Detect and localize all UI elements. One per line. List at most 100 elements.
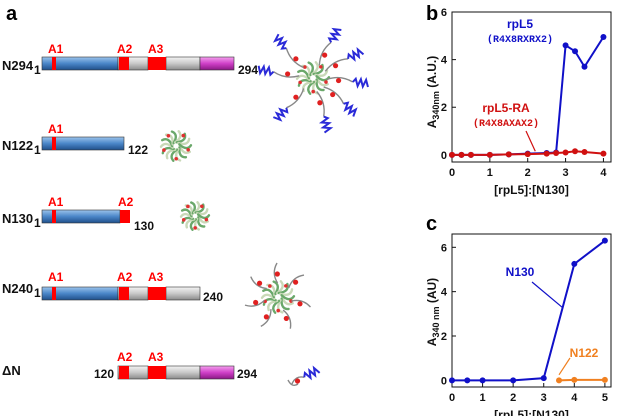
helix — [318, 115, 334, 134]
motif-dot — [284, 284, 288, 288]
motif-dot — [293, 94, 299, 100]
series-motif-rpl5: (R4X8RXRX2) — [487, 34, 553, 46]
x-tick-label: 1 — [487, 167, 493, 179]
tail — [273, 262, 279, 284]
x-tick-label: 0 — [449, 392, 455, 404]
data-point — [540, 375, 547, 382]
motif-a3 — [148, 366, 166, 379]
x-tick-label: 4 — [571, 392, 578, 404]
helix — [343, 101, 358, 117]
series-layer — [449, 34, 607, 158]
tail — [260, 309, 272, 327]
tail — [287, 379, 299, 387]
data-point — [600, 34, 607, 40]
data-point — [553, 149, 560, 156]
blue-domain — [41, 136, 125, 151]
motif-dot — [319, 65, 323, 69]
construct-start: 120 — [94, 367, 114, 381]
helix — [272, 107, 289, 122]
data-point — [543, 150, 550, 157]
pentamer-with-tails-illustration — [244, 262, 312, 329]
motif-dot — [166, 133, 171, 138]
motif-dot — [324, 80, 328, 84]
strand — [315, 75, 331, 82]
motif-label: A1 — [48, 122, 64, 136]
motif-label: A3 — [148, 42, 164, 56]
construct-n240: N240 1 A1 A2 A3 240 — [2, 270, 223, 304]
panel-c-letter: c — [426, 213, 437, 235]
motif-dot — [204, 217, 209, 222]
construct-name: ΔN — [2, 363, 21, 378]
motif-label: A2 — [118, 195, 134, 209]
motif-a1 — [52, 57, 56, 70]
construct-n122: N122 1 A1 122 — [2, 122, 148, 157]
motif-a3 — [148, 287, 166, 300]
tail — [324, 58, 349, 72]
tail — [291, 376, 305, 385]
tail — [318, 41, 332, 66]
grey-domain — [165, 286, 201, 301]
x-tick-label: 1 — [480, 392, 486, 404]
data-point — [562, 42, 569, 49]
motif-a2 — [119, 366, 129, 379]
series-label-rpl5-ra: rpL5-RA — [482, 101, 530, 115]
motif-label: A3 — [148, 350, 164, 364]
motif-dot — [181, 218, 186, 222]
motif-label: A2 — [117, 350, 133, 364]
motif-dot — [332, 63, 339, 69]
construct-end: 294 — [238, 63, 258, 77]
motif-dot — [174, 156, 178, 161]
pointer-arrow — [558, 357, 571, 376]
construct-name: N294 — [2, 58, 34, 73]
y-tick-label: 0 — [441, 375, 447, 387]
motif-dot — [186, 147, 190, 152]
motif-a3 — [148, 57, 166, 70]
motif-a1 — [52, 287, 56, 300]
x-tick-label: 5 — [602, 392, 608, 404]
x-tick-label: 0 — [449, 167, 455, 179]
data-point — [449, 151, 455, 158]
motif-dot — [293, 56, 299, 62]
data-point — [571, 260, 578, 267]
tail — [250, 276, 267, 290]
y-tick-label: 4 — [441, 287, 448, 299]
construct-end: 240 — [203, 290, 223, 304]
motif-dot — [335, 77, 342, 84]
data-point — [581, 149, 588, 155]
strand — [196, 213, 211, 220]
y-tick-label: 2 — [441, 102, 447, 114]
motif-dot — [186, 204, 190, 209]
motif-dot — [263, 314, 269, 320]
data-point — [449, 377, 455, 384]
motif-dot — [200, 204, 204, 209]
pink-domain — [199, 365, 235, 380]
data-point — [572, 48, 579, 55]
grey-domain — [165, 365, 201, 380]
data-point — [572, 148, 579, 155]
motif-dot — [268, 284, 272, 288]
motif-dot — [289, 299, 293, 303]
motif-label: A1 — [48, 195, 64, 209]
series-label-n130: N130 — [506, 265, 535, 279]
y-axis-label: A340 nm (AU) — [425, 278, 441, 346]
motif-label: A2 — [117, 42, 133, 56]
data-point — [562, 149, 569, 156]
helix — [272, 33, 288, 50]
helix — [347, 46, 365, 62]
y-tick-label: 6 — [441, 242, 447, 254]
motif-label: A3 — [148, 270, 164, 284]
data-point — [556, 377, 563, 384]
tail — [316, 91, 325, 117]
x-tick-label: 3 — [563, 167, 569, 179]
data-point — [479, 377, 486, 384]
data-point — [464, 377, 471, 384]
strand — [280, 294, 296, 301]
motif-dot — [283, 315, 289, 322]
motif-dot — [274, 271, 280, 277]
construct-delta-n: ΔN 120 A2 A3 294 — [2, 350, 257, 381]
y-tick-label: 4 — [441, 55, 448, 67]
construct-name: N122 — [2, 138, 33, 153]
motif-dot — [330, 91, 336, 98]
